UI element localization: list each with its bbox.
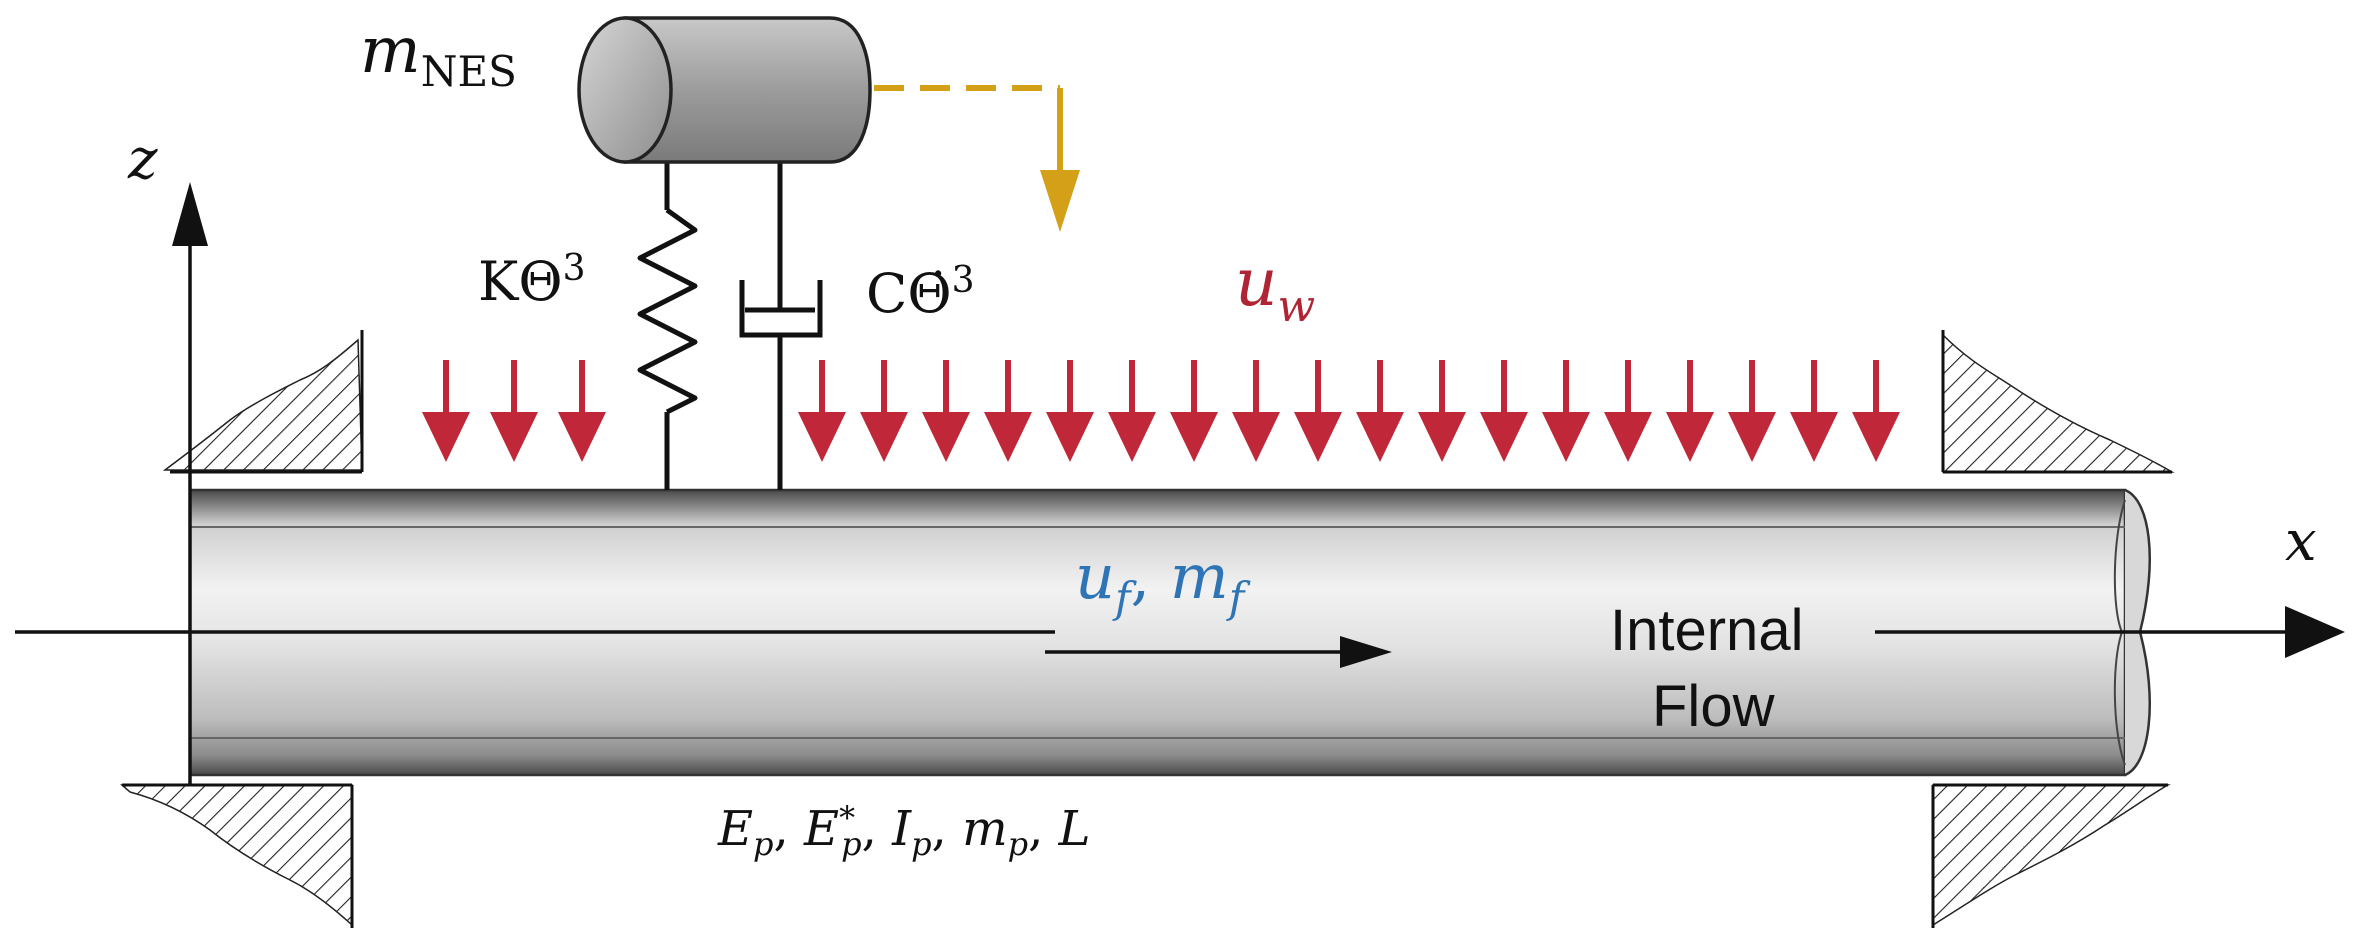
arrow-down-icon xyxy=(1040,170,1080,232)
arrow-down-icon xyxy=(1728,360,1776,462)
support-bottom-left xyxy=(120,783,354,928)
arrow-down-icon xyxy=(922,360,970,462)
nes-mass-label: mNES xyxy=(360,14,517,96)
internal-flow-label-line1: Internal xyxy=(1610,598,1803,663)
cylinder-mass-icon xyxy=(577,16,872,164)
arrow-down-icon xyxy=(1666,360,1714,462)
spring-label: KΘ3 xyxy=(478,248,586,313)
wind-label: uw xyxy=(1235,244,1315,332)
arrow-right-icon xyxy=(2285,606,2345,658)
arrow-down-icon xyxy=(1480,360,1528,462)
arrow-down-icon xyxy=(1356,360,1404,462)
arrow-down-icon xyxy=(1294,360,1342,462)
x-axis-label: x xyxy=(2285,509,2317,574)
internal-flow-arrow xyxy=(1045,636,1392,668)
arrow-down-icon xyxy=(558,360,606,462)
z-axis-label: z xyxy=(127,127,158,192)
flow-label: uf, mf xyxy=(1075,540,1251,622)
internal-flow-label-line2: Flow xyxy=(1652,674,1776,739)
arrow-down-icon xyxy=(1542,360,1590,462)
arrow-down-icon xyxy=(1604,360,1652,462)
z-axis xyxy=(172,182,208,785)
arrow-down-icon xyxy=(1170,360,1218,462)
damper-icon xyxy=(739,160,823,490)
spring-icon xyxy=(637,160,698,490)
wind-load-arrows xyxy=(422,360,1900,462)
damper-label: CΘ̇3 xyxy=(866,260,975,325)
arrow-up-icon xyxy=(172,182,208,246)
arrow-down-icon xyxy=(1232,360,1280,462)
arrow-down-icon xyxy=(1790,360,1838,462)
nes-motion-indicator xyxy=(874,85,1080,232)
arrow-down-icon xyxy=(860,360,908,462)
support-bottom-right xyxy=(1931,783,2171,928)
arrow-down-icon xyxy=(1108,360,1156,462)
arrow-right-icon xyxy=(1340,636,1392,668)
arrow-down-icon xyxy=(1046,360,1094,462)
arrow-down-icon xyxy=(798,360,846,462)
pipe-params-label: Ep, E*p, Ip, mp, L xyxy=(717,799,1090,863)
arrow-down-icon xyxy=(984,360,1032,462)
arrow-down-icon xyxy=(1418,360,1466,462)
x-axis xyxy=(15,606,2345,658)
support-top-right xyxy=(1941,330,2175,474)
arrow-down-icon xyxy=(422,360,470,462)
arrow-down-icon xyxy=(490,360,538,462)
support-top-left xyxy=(162,330,364,474)
arrow-down-icon xyxy=(1852,360,1900,462)
